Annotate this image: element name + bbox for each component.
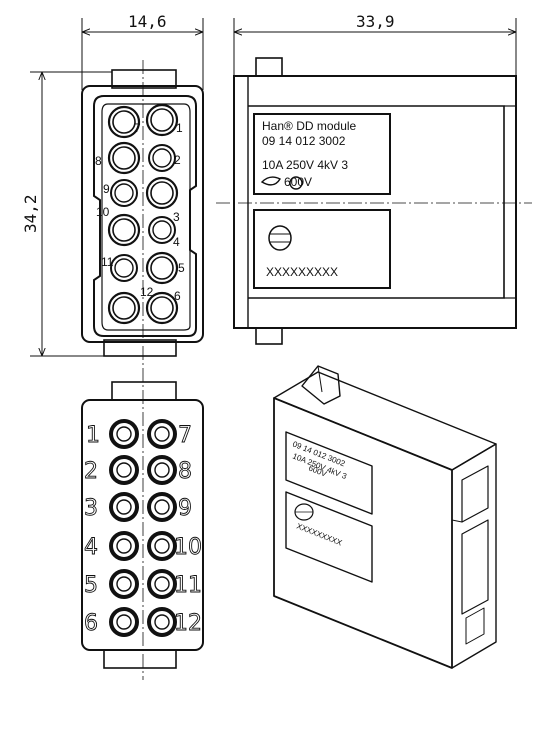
pin-label: 3	[173, 210, 180, 224]
pin-label: 1	[176, 121, 183, 135]
label-serial: XXXXXXXXX	[266, 265, 338, 279]
pin-label: 12	[140, 285, 154, 299]
front-pin-labels: 7 8 9 10 11 12 1 2 3 4 5 6	[95, 121, 185, 303]
rear-view	[81, 368, 204, 680]
pin-label: 8	[178, 459, 192, 484]
dimension-width-side: 33,9	[356, 12, 395, 31]
pin-label: 9	[103, 182, 110, 196]
pin-label: 1	[86, 423, 100, 448]
pin-label: 4	[84, 535, 98, 560]
label-product: Han® DD module	[262, 119, 357, 133]
pin-label: 11	[101, 255, 114, 269]
isometric-view	[273, 365, 497, 669]
iso-label-serial: XXXXXXXXX	[295, 521, 344, 547]
pin-label: 2	[174, 153, 181, 167]
label-rating: 10A 250V 4kV 3	[262, 158, 348, 172]
pin-label: 11	[174, 573, 202, 598]
pin-label: 6	[174, 289, 181, 303]
pin-label: 10	[96, 205, 110, 219]
pin-label: 9	[178, 496, 192, 521]
side-view	[216, 57, 532, 345]
pin-label: 10	[174, 535, 202, 560]
label-part-number: 09 14 012 3002	[262, 134, 346, 148]
front-contacts	[107, 103, 179, 325]
pin-label: 12	[174, 611, 202, 636]
label-voltage: 600V	[284, 175, 312, 189]
pin-label: 8	[95, 154, 102, 168]
dimension-lines	[30, 18, 517, 357]
side-label: Han® DD module 09 14 012 3002 10A 250V 4…	[262, 119, 357, 279]
rear-contacts	[109, 419, 177, 637]
pin-label: 7	[178, 423, 192, 448]
pin-label: 7	[134, 121, 141, 135]
pin-label: 5	[178, 261, 185, 275]
pin-label: 2	[84, 459, 98, 484]
pin-label: 4	[173, 235, 180, 249]
dimension-height: 34,2	[21, 194, 40, 233]
dimension-width-front: 14,6	[128, 12, 167, 31]
rear-pin-labels: 1 2 3 4 5 6 7 8 9 10 11 12	[84, 423, 203, 637]
pin-label: 6	[84, 611, 98, 636]
front-view	[81, 60, 204, 365]
pin-label: 5	[84, 573, 98, 598]
pin-label: 3	[84, 496, 98, 521]
